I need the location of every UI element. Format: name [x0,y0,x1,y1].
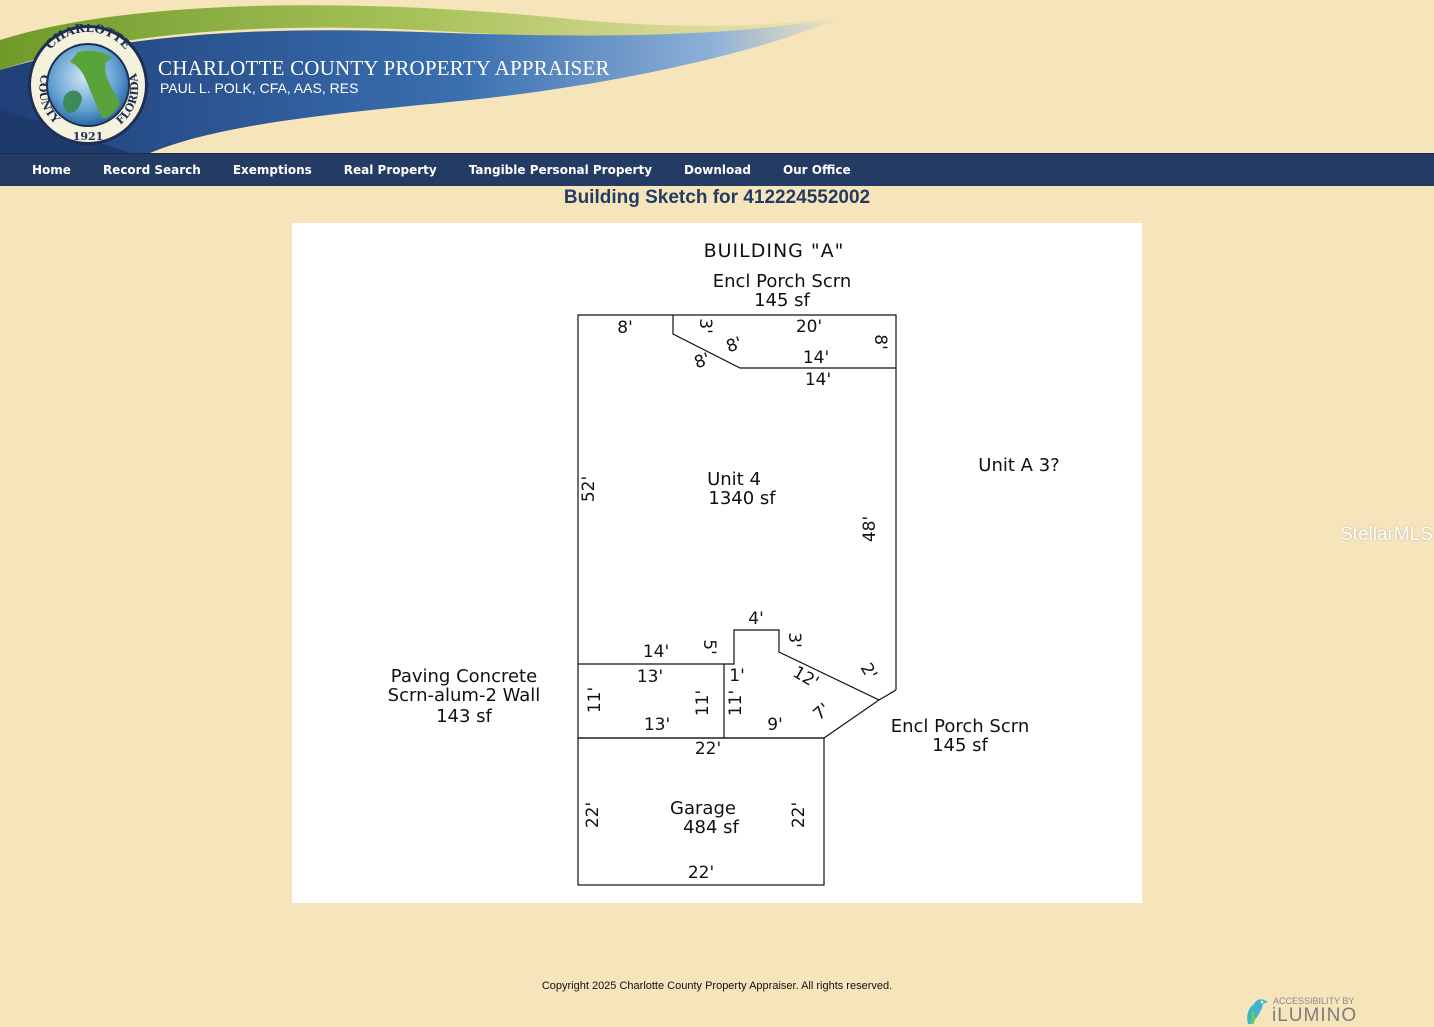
unit-name: Unit 4 [707,469,761,490]
dim-porch-right: 8' [870,334,890,350]
sketch-outlines [577,314,897,886]
nav-tangible-personal-property[interactable]: Tangible Personal Property [468,163,653,177]
dim-porch-top: 20' [796,317,822,337]
seal-right-text: FLORIDA [114,72,142,127]
building-sketch: BUILDING "A" Encl Porch Scrn 145 sf Unit… [292,223,1142,903]
dim-paving-bottom: 13' [644,715,670,735]
dim-paving-left: 11' [585,687,605,713]
seal-top-text: CHARLOTTE [43,24,134,52]
dim-right-wall: 48' [860,516,880,542]
accessibility-caption: ACCESSIBILITY BY [1273,996,1355,1006]
dim-porch-left: 11' [726,690,746,716]
appraiser-name: PAUL L. POLK, CFA, AAS, RES [160,80,359,96]
main-nav: Home Record Search Exemptions Real Prope… [0,153,1434,186]
svg-text:FLORIDA: FLORIDA [114,72,142,127]
dim-diag-corner: 2' [856,660,881,683]
garage-area: 484 sf [683,817,739,838]
nav-our-office[interactable]: Our Office [782,163,851,177]
porch-corner-line [878,689,897,701]
top-porch-area: 145 sf [754,290,810,311]
dim-garage-left: 22' [583,802,603,828]
dim-porch-bottom: 14' [805,370,831,390]
dim-bump-top: 4' [748,609,764,629]
accessibility-brand: iLUMINO [1272,1005,1358,1026]
page-title: Building Sketch for 412224552002 [563,187,871,208]
dim-paving-top: 13' [637,667,663,687]
org-title: CHARLOTTE COUNTY PROPERTY APPRAISER [158,56,610,80]
lower-porch-outline [724,629,881,739]
paving-area: 143 sf [436,706,492,727]
dim-bump-left: 5' [699,639,719,655]
right-porch-name: Encl Porch Scrn [891,716,1029,737]
unit-area: 1340 sf [708,488,776,509]
unit-outline [577,314,897,690]
svg-text:COUNTY: COUNTY [36,74,62,127]
nav-exemptions[interactable]: Exemptions [232,163,312,177]
dim-porch-step: 1' [729,666,745,686]
garage-outline [577,737,825,886]
paving-line2: Scrn-alum-2 Wall [388,685,541,706]
dim-porch-diag-b: 8' [692,349,713,373]
dim-porch-base: 9' [767,715,783,735]
accessibility-widget[interactable]: ACCESSIBILITY BY iLUMINO [1242,994,1372,1026]
dim-porch-diag: 12' [789,662,822,692]
dim-paving-right: 11' [693,690,713,716]
seal-left-text: COUNTY [36,74,62,127]
svg-text:CHARLOTTE: CHARLOTTE [43,24,134,52]
dim-garage-top: 22' [695,739,721,759]
dim-porch-lower-diag: 7' [809,700,834,725]
dim-porch-diag-a: 8' [724,333,745,357]
nav-home[interactable]: Home [32,163,71,177]
bird-icon [1247,999,1268,1025]
copyright-text: Copyright 2025 Charlotte County Property… [541,980,893,992]
dim-top-left: 8' [617,318,633,338]
sketch-drawing: BUILDING "A" Encl Porch Scrn 145 sf Unit… [388,240,1060,886]
garage-name: Garage [670,798,736,819]
seal-text-ring: CHARLOTTE COUNTY FLORIDA 1921 [36,24,142,143]
dim-porch-inner-bottom: 14' [803,348,829,368]
nav-record-search[interactable]: Record Search [102,163,201,177]
county-seal-icon [28,25,148,145]
unit-label: Unit A 3? [978,455,1059,476]
top-porch-outline [672,315,896,369]
dim-unit-bottom-left: 14' [643,642,669,662]
dim-garage-right: 22' [789,802,809,828]
paving-line1: Paving Concrete [391,666,537,687]
dim-bump-right: 3' [784,632,804,648]
nav-real-property[interactable]: Real Property [343,163,437,177]
seal-year: 1921 [73,130,104,143]
top-porch-name: Encl Porch Scrn [713,271,851,292]
building-title: BUILDING "A" [704,240,845,262]
header-banner: CHARLOTTE COUNTY FLORIDA 1921 CHARLOTTE … [0,0,1434,153]
dim-left-wall: 52' [579,476,599,502]
stellarmls-watermark: StellarMLS [1340,524,1433,545]
dim-porch-notch: 3' [695,318,715,334]
right-porch-area: 145 sf [932,735,988,756]
dim-garage-bottom: 22' [688,863,714,883]
nav-download[interactable]: Download [684,163,751,177]
